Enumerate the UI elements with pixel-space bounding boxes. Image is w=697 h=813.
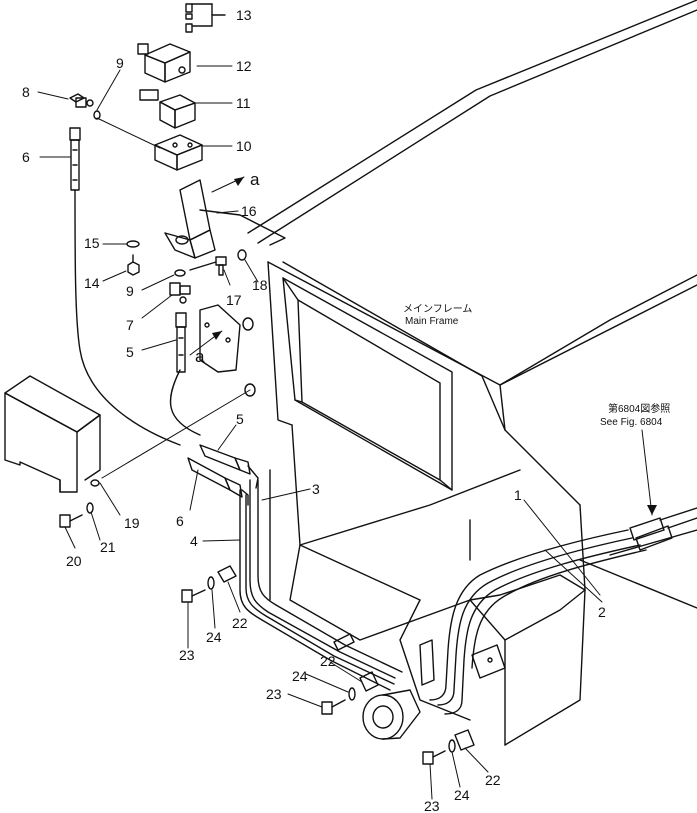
callout-7: 7	[126, 317, 134, 333]
callout-3: 3	[312, 481, 320, 497]
callout-9-lower: 9	[126, 283, 134, 299]
callout-5-lower: 5	[236, 411, 244, 427]
callout-19: 19	[124, 515, 140, 531]
washer-24-a	[207, 576, 215, 590]
callout-10: 10	[236, 138, 252, 154]
washer-18	[237, 249, 247, 261]
electrical-box	[4, 375, 101, 493]
callout-17: 17	[226, 292, 242, 308]
fitting-8	[69, 93, 94, 108]
washer-24-b	[348, 687, 356, 701]
main-frame	[247, 0, 697, 746]
plate-a	[199, 304, 254, 373]
block-10	[154, 134, 203, 171]
see-fig-arrowhead	[647, 505, 657, 515]
round-fitting	[362, 689, 421, 740]
callout-12: 12	[236, 58, 252, 74]
washer-15	[126, 240, 140, 248]
view-mark-a-lower: a	[195, 347, 205, 366]
see-fig-label-jp: 第6804図参照	[608, 402, 670, 415]
pipes-3-4	[239, 479, 403, 691]
callout-22-a: 22	[232, 615, 248, 631]
callout-8: 8	[22, 84, 30, 100]
nut-14	[127, 254, 140, 276]
callout-2: 2	[598, 604, 606, 620]
o-ring-9-top	[93, 110, 101, 120]
view-a-arrowhead-1	[234, 177, 244, 186]
notes: メインフレーム Main Frame 第6804図参照 See Fig. 680…	[403, 303, 670, 428]
callout-labels: 13 9 12 8 11 10 6 a 16 15 14 9 17 18 7 5…	[22, 7, 606, 813]
callout-6-lower: 6	[176, 513, 184, 529]
callout-5-upper: 5	[126, 344, 134, 360]
o-ring-9-lower	[174, 269, 186, 277]
callout-24-b: 24	[292, 668, 308, 684]
callout-6-top: 6	[22, 149, 30, 165]
bolt-23-c	[422, 750, 446, 765]
hoses-1-2	[429, 529, 647, 715]
callout-24-c: 24	[454, 787, 470, 803]
hose-6-top	[69, 127, 81, 191]
bolt-19	[90, 383, 256, 487]
callout-23-c: 23	[424, 798, 440, 813]
callout-20: 20	[66, 553, 82, 569]
frame-bracket-mid	[419, 639, 435, 686]
main-frame-label-jp: メインフレーム	[403, 303, 472, 315]
callout-23-a: 23	[179, 647, 195, 663]
clamp-22-c	[454, 729, 475, 751]
callout-22-c: 22	[485, 772, 501, 788]
clamp-22-b	[359, 671, 379, 692]
washer-24-c	[448, 739, 456, 753]
hose-5-upper	[175, 312, 187, 373]
callout-23-b: 23	[266, 686, 282, 702]
bolt-17	[189, 256, 227, 276]
bolt-23-b	[321, 699, 346, 715]
callout-16: 16	[241, 203, 257, 219]
callout-15: 15	[84, 235, 100, 251]
callout-1: 1	[514, 487, 522, 503]
hoses-5-6-lower	[187, 444, 259, 506]
see-fig-label-en: See Fig. 6804	[600, 417, 663, 428]
leader-lines	[37, 65, 653, 800]
callout-4: 4	[190, 533, 198, 549]
frame-bracket-right	[471, 644, 506, 679]
clamp-22-a	[217, 565, 237, 583]
bracket-16	[164, 179, 286, 259]
callout-22-b: 22	[320, 653, 336, 669]
hose-ends-right	[629, 507, 697, 551]
main-frame-label-en: Main Frame	[405, 316, 459, 327]
callout-24-a: 24	[206, 629, 222, 645]
callout-18: 18	[252, 277, 268, 293]
view-mark-a-top: a	[250, 170, 260, 189]
elbow-7	[169, 282, 191, 304]
callout-11: 11	[236, 95, 251, 111]
view-a-arrowhead-2	[212, 331, 222, 340]
callout-21: 21	[100, 539, 116, 555]
callout-9-top: 9	[116, 55, 124, 71]
bolt-20	[59, 514, 83, 528]
valve-12	[137, 43, 191, 83]
callout-14: 14	[84, 275, 100, 291]
valve-11	[139, 89, 196, 129]
valve-13	[185, 3, 226, 33]
washer-21	[86, 502, 94, 514]
callout-13: 13	[236, 7, 252, 23]
hose-6-route	[74, 189, 201, 446]
bolt-23-a	[181, 589, 206, 603]
